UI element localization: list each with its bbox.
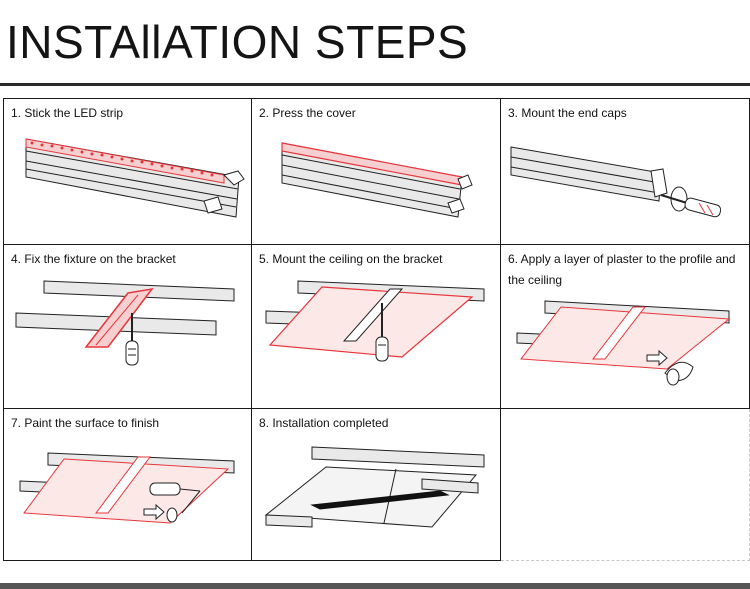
plaster-illustration <box>516 300 731 386</box>
step-2-caption: 2. Press the cover <box>259 106 356 120</box>
step-6-caption: 6. Apply a layer of plaster to the profi… <box>508 252 736 287</box>
paint-finish-illustration <box>19 452 235 524</box>
arrow-icon <box>646 349 668 367</box>
ceiling-on-bracket-illustration <box>265 280 485 362</box>
arrow-icon <box>143 503 165 521</box>
step-5-panel: 5. Mount the ceiling on the bracket <box>252 245 501 409</box>
steps-grid: 1. Stick the LED strip 2. Press the cove… <box>3 98 750 561</box>
step-8-caption: 8. Installation completed <box>259 416 389 430</box>
title-divider <box>0 83 750 86</box>
step-4-panel: 4. Fix the fixture on the bracket <box>3 245 252 409</box>
step-6-panel: 6. Apply a layer of plaster to the profi… <box>501 245 750 409</box>
installation-completed-illustration <box>264 446 485 528</box>
screwdriver-icon <box>660 194 722 218</box>
fixture-on-bracket-illustration <box>15 280 235 366</box>
step-5-caption: 5. Mount the ceiling on the bracket <box>259 252 443 266</box>
step-7-panel: 7. Paint the surface to finish <box>3 409 252 561</box>
page-title: INSTAllATION STEPS <box>6 16 469 68</box>
step-3-panel: 3. Mount the end caps <box>501 98 750 245</box>
paint-roller-icon <box>149 482 201 523</box>
plaster-trowel-icon <box>664 361 694 386</box>
step-1-panel: 1. Stick the LED strip <box>3 98 252 245</box>
cover-press-illustration <box>281 142 473 218</box>
step-1-caption: 1. Stick the LED strip <box>11 106 124 120</box>
screwdriver-icon <box>125 313 139 366</box>
step-4-caption: 4. Fix the fixture on the bracket <box>11 252 176 266</box>
bottom-divider <box>0 583 750 589</box>
end-cap-mount-illustration <box>510 146 722 218</box>
step-3-caption: 3. Mount the end caps <box>508 106 627 120</box>
led-strip-profile-illustration <box>25 138 245 218</box>
empty-panel <box>501 409 750 561</box>
step-8-panel: 8. Installation completed <box>252 409 501 561</box>
step-7-caption: 7. Paint the surface to finish <box>11 416 160 430</box>
screwdriver-icon <box>375 303 389 362</box>
step-2-panel: 2. Press the cover <box>252 98 501 245</box>
